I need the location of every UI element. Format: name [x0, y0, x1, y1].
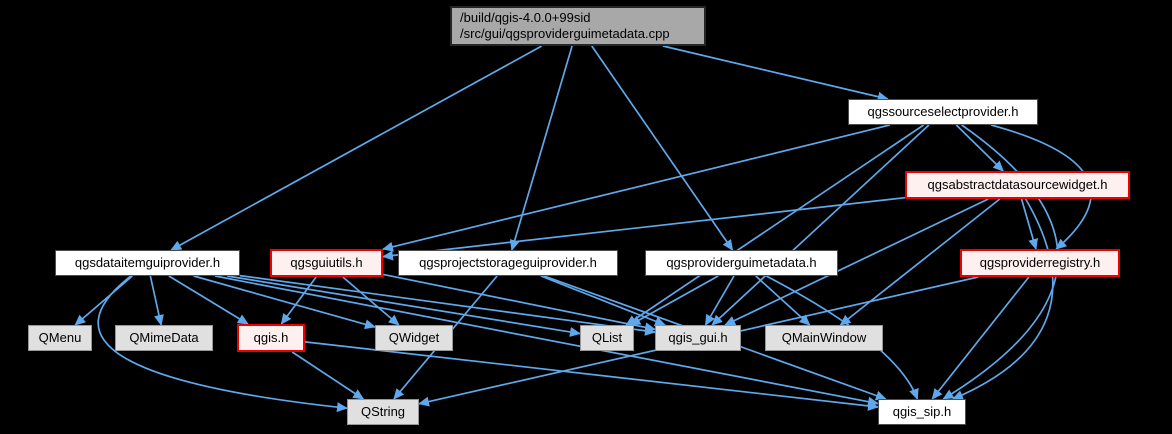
graph-node-qlist: QList — [580, 325, 634, 351]
edge-dataitem-to-qmenu — [74, 275, 133, 326]
graph-node-label: qgsguiutils.h — [290, 254, 363, 270]
graph-node-label: qgsdataitemguiprovider.h — [74, 254, 221, 270]
edge-cpp-to-projectstorage — [509, 45, 573, 251]
graph-node-label: qgsproviderregistry.h — [979, 254, 1101, 270]
graph-node-label: qgsabstractdatasourcewidget.h — [927, 176, 1108, 192]
edge-abstractdsw-to-qmainwindow — [839, 198, 1001, 326]
edge-provguimeta-to-qlist — [629, 275, 719, 326]
edge-dataitem-to-qlist — [227, 275, 581, 337]
edge-guiutils-to-qgis — [280, 276, 317, 325]
graph-node-abstractdsw[interactable]: qgsabstractdatasourcewidget.h — [905, 171, 1130, 199]
graph-node-label: QMainWindow — [781, 329, 867, 345]
graph-node-qmimedata: QMimeData — [115, 325, 213, 351]
graph-node-label: QMenu — [38, 329, 82, 345]
graph-node-label: QMimeData — [129, 329, 199, 345]
graph-node-cpp: /build/qgis-4.0.0+99sid/src/gui/qgsprovi… — [450, 6, 706, 46]
graph-node-label: QList — [591, 329, 623, 345]
graph-node-dataitem[interactable]: qgsdataitemguiprovider.h — [55, 250, 240, 276]
edge-guiutils-to-qwidget — [342, 276, 400, 326]
graph-node-label: qgsproviderguimetadata.h — [666, 254, 817, 270]
graph-node-label: /build/qgis-4.0.0+99sid — [460, 9, 591, 25]
graph-node-qgisgui: qgis_gui.h — [655, 325, 741, 351]
edge-cpp-to-dataitem — [170, 45, 543, 251]
edge-abstractdsw-to-guiutils — [382, 196, 906, 261]
edge-sourceselect-to-qgisgui — [711, 124, 930, 326]
edge-projectstorage-to-qgisgui — [540, 275, 666, 326]
graph-node-label: qgis_gui.h — [668, 329, 728, 345]
edge-cpp-to-sourceselect — [662, 45, 889, 102]
graph-node-qmenu: QMenu — [28, 325, 92, 351]
edge-abstractdsw-to-provregistry — [1020, 198, 1038, 250]
graph-node-provguimeta[interactable]: qgsproviderguimetadata.h — [645, 250, 838, 276]
graph-node-label: QString — [360, 403, 406, 419]
edge-cpp-to-provguimeta — [591, 45, 734, 251]
edge-dataitem-to-qwidget — [193, 275, 376, 330]
graph-node-projectstorage[interactable]: qgsprojectstorageguiprovider.h — [398, 250, 618, 276]
edge-abstractdsw-to-qgisgui — [724, 198, 989, 326]
edge-guiutils-to-qgisgui — [382, 273, 656, 333]
graph-node-label: qgis.h — [253, 329, 289, 345]
graph-node-label: qgssourceselectprovider.h — [867, 103, 1019, 119]
edge-abstractdsw-to-qgissip — [951, 198, 1054, 400]
edge-dataitem-to-qgissip — [214, 275, 879, 407]
graph-node-label: qgsprojectstorageguiprovider.h — [419, 254, 597, 270]
edge-sourceselect-to-guiutils — [382, 124, 891, 252]
graph-node-qgissip[interactable]: qgis_sip.h — [878, 399, 966, 425]
edge-provregistry-to-qgissip — [931, 276, 1030, 400]
graph-node-qgis[interactable]: qgis.h — [237, 324, 305, 352]
edge-dataitem-to-qgis — [168, 275, 249, 325]
graph-node-qmainwindow: QMainWindow — [765, 325, 883, 351]
graph-node-label: /src/gui/qgsproviderguimetadata.cpp — [460, 26, 670, 41]
graph-node-label: QWidget — [388, 329, 440, 345]
edge-dataitem-to-qmimedata — [149, 275, 164, 326]
edge-qgis-to-qstring — [291, 351, 365, 400]
graph-node-label: qgis_sip.h — [892, 403, 952, 419]
graph-node-qwidget: QWidget — [375, 325, 453, 351]
edge-dataitem-to-qstring — [97, 275, 348, 413]
graph-node-provregistry[interactable]: qgsproviderregistry.h — [960, 249, 1120, 277]
edge-qgis-to-qgissip — [304, 341, 879, 411]
graph-node-guiutils[interactable]: qgsguiutils.h — [270, 249, 383, 277]
edge-sourceselect-to-abstractdsw — [955, 124, 1004, 172]
edge-sourceselect-to-qlist — [625, 124, 925, 326]
edge-provguimeta-to-qgisgui — [704, 275, 735, 326]
graph-node-qstring: QString — [347, 399, 419, 425]
graph-node-sourceselect[interactable]: qgssourceselectprovider.h — [848, 99, 1038, 125]
